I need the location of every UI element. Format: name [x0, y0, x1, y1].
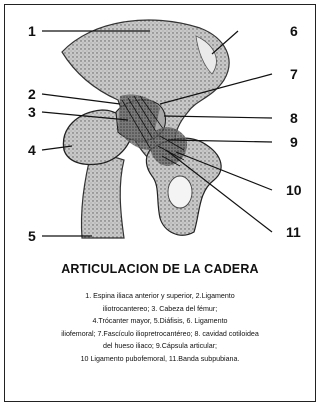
- legend-line: iliotrocantereo; 3. Cabeza del fémur;: [20, 303, 300, 316]
- label-4: 4: [28, 142, 36, 158]
- legend-line: 1. Espina iliaca anterior y superior, 2.…: [20, 290, 300, 303]
- legend-line: 10 Ligamento pubofemoral, 11.Banda subpu…: [20, 353, 300, 366]
- label-7: 7: [290, 66, 298, 82]
- legend-line: 4.Trócanter mayor, 5.Diáfisis, 6. Ligame…: [20, 315, 300, 328]
- label-3: 3: [28, 104, 36, 120]
- label-8: 8: [290, 110, 298, 126]
- label-2: 2: [28, 86, 36, 102]
- legend-line: del hueso iliaco; 9.Cápsula articular;: [20, 340, 300, 353]
- obturator-foramen: [168, 176, 192, 208]
- label-6: 6: [290, 23, 298, 39]
- label-5: 5: [28, 228, 36, 244]
- label-10: 10: [286, 182, 302, 198]
- legend-line: iliofemoral; 7.Fascículo iliopretrocanté…: [20, 328, 300, 341]
- label-9: 9: [290, 134, 298, 150]
- figure-title: ARTICULACION DE LA CADERA: [0, 262, 320, 276]
- figure-legend: 1. Espina iliaca anterior y superior, 2.…: [20, 290, 300, 366]
- label-1: 1: [28, 23, 36, 39]
- label-11: 11: [286, 224, 301, 240]
